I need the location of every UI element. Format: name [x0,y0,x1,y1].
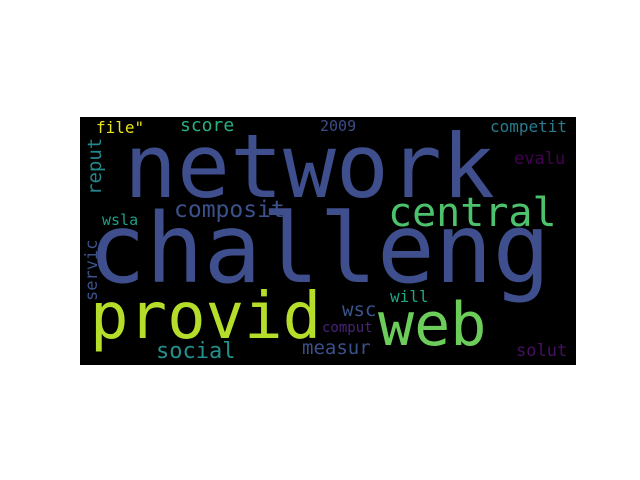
word-wsc: wsc [342,299,377,321]
word-file: file" [96,118,145,137]
word-score: score [180,117,235,136]
word-cloud: network challeng provid web central comp… [80,117,576,365]
word-composit: composit [174,197,285,223]
word-evalu: evalu [514,149,566,169]
word-measur: measur [302,337,371,359]
word-2009: 2009 [320,117,357,135]
word-comput: comput [322,320,373,336]
word-network: network [124,117,495,218]
word-servic: servic [82,239,102,301]
word-challeng: challeng [88,193,551,305]
word-will: will [390,287,429,306]
word-social: social [156,339,236,364]
word-competit: competit [490,117,568,136]
word-provid: provid [90,280,322,354]
word-web: web [378,290,487,360]
word-central: central [388,190,557,236]
word-wsla: wsla [102,211,139,229]
word-solut: solut [516,341,568,361]
word-reput: reput [84,137,106,195]
